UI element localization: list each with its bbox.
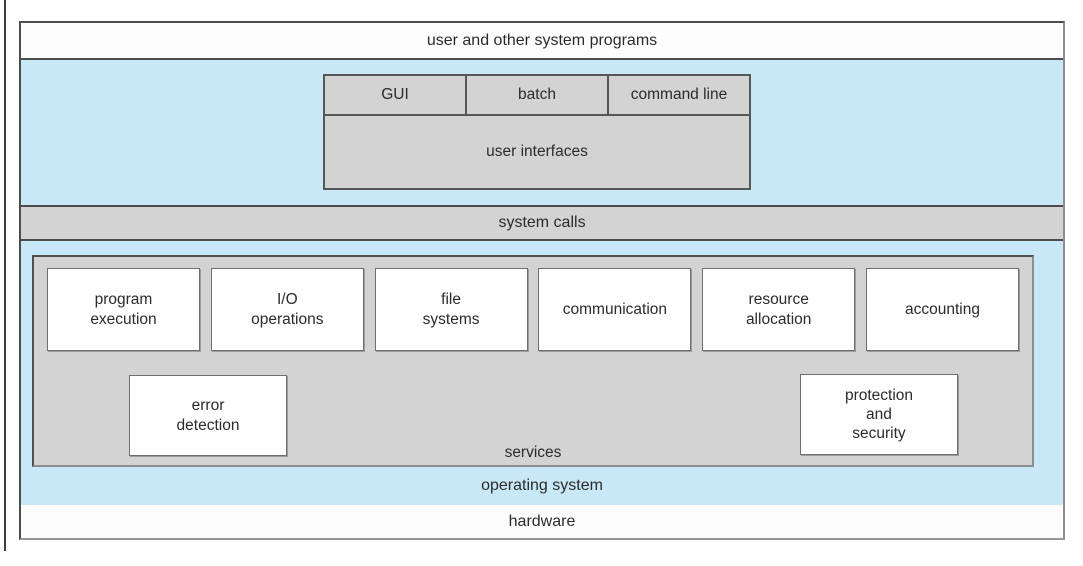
interface-cell-batch: batch: [467, 76, 609, 114]
protection-security-label: protection and security: [844, 387, 914, 442]
service-communication: communication: [538, 268, 692, 351]
operating-system-caption: operating system: [21, 467, 1063, 505]
operating-system-label: operating system: [481, 477, 603, 494]
service-io-operations: I/O operations: [210, 268, 364, 351]
user-programs-label: user and other system programs: [426, 31, 658, 49]
system-calls-band: system calls: [21, 205, 1063, 241]
page-margin-rule: [4, 0, 6, 551]
interface-cell-command-line: command line: [609, 76, 749, 114]
error-detection-label: error detection: [176, 396, 240, 434]
accounting-label: accounting: [904, 300, 980, 318]
user-programs-band: user and other system programs: [21, 23, 1063, 60]
service-resource-allocation: resource allocation: [702, 268, 856, 351]
system-calls-label: system calls: [498, 214, 586, 231]
service-accounting: accounting: [865, 268, 1019, 351]
service-error-detection: error detection: [129, 375, 287, 456]
os-structure-diagram: user and other system programs GUI batch…: [19, 21, 1065, 540]
interface-cell-gui: GUI: [325, 76, 467, 114]
batch-label: batch: [518, 86, 556, 103]
user-interfaces-label: user interfaces: [486, 143, 588, 160]
service-file-systems: file systems: [374, 268, 528, 351]
communication-label: communication: [562, 300, 668, 318]
resource-allocation-label: resource allocation: [745, 290, 812, 328]
command-line-label: command line: [630, 86, 728, 103]
services-row-1: program execution I/O operations file sy…: [47, 268, 1019, 351]
file-systems-label: file systems: [422, 290, 480, 328]
hardware-label: hardware: [508, 512, 576, 530]
services-label: services: [504, 444, 562, 461]
services-box: program execution I/O operations file sy…: [32, 255, 1034, 467]
program-execution-label: program execution: [90, 290, 157, 328]
services-caption: services: [34, 444, 1032, 462]
service-program-execution: program execution: [47, 268, 200, 351]
io-operations-label: I/O operations: [251, 290, 324, 328]
operating-system-layer: program execution I/O operations file sy…: [21, 241, 1063, 505]
user-interfaces-box: GUI batch command line user interfaces: [323, 74, 751, 190]
service-protection-security: protection and security: [800, 374, 958, 455]
user-interface-layer: GUI batch command line user interfaces: [21, 60, 1063, 205]
interface-types-row: GUI batch command line: [325, 76, 749, 116]
user-interfaces-caption: user interfaces: [325, 116, 749, 188]
gui-label: GUI: [381, 86, 409, 103]
hardware-band: hardware: [21, 505, 1063, 538]
